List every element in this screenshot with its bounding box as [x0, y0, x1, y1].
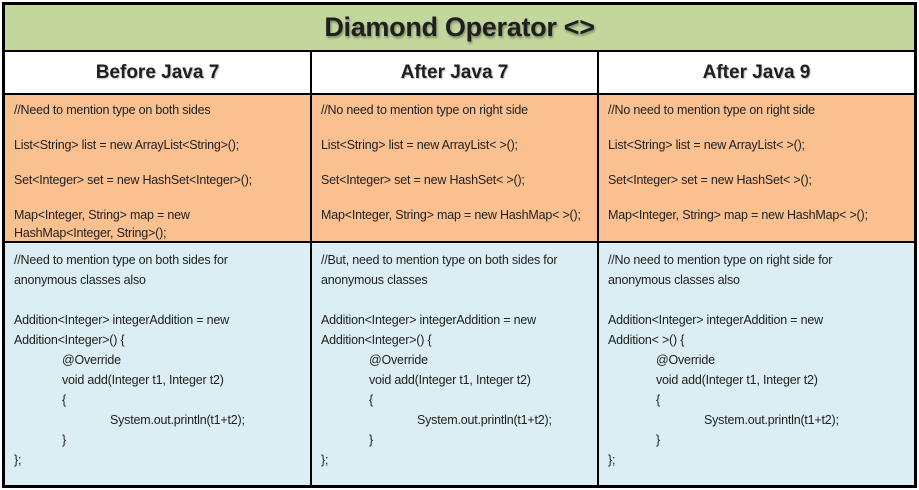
code-block: //No need to mention type on right side …	[321, 103, 581, 222]
code-block: //Need to mention type on both sides Lis…	[14, 103, 252, 240]
column-header-after-java-7: After Java 7	[310, 50, 597, 93]
anonymous-class-code-cell-before-java-7: //Need to mention type on both sides for…	[5, 241, 310, 485]
simple-code-cell-after-java-7: //No need to mention type on right side …	[310, 93, 597, 241]
code-block: //No need to mention type on right side …	[608, 253, 839, 467]
table-title: Diamond Operator <>	[5, 5, 914, 50]
code-block: //Need to mention type on both sides for…	[14, 253, 245, 467]
column-header-before-java-7: Before Java 7	[5, 50, 310, 93]
simple-code-cell-after-java-9: //No need to mention type on right side …	[597, 93, 914, 241]
code-block: //But, need to mention type on both side…	[321, 253, 558, 467]
column-header-after-java-9: After Java 9	[597, 50, 914, 93]
anonymous-class-code-cell-after-java-7: //But, need to mention type on both side…	[310, 241, 597, 485]
code-block: //No need to mention type on right side …	[608, 103, 868, 222]
anonymous-class-code-cell-after-java-9: //No need to mention type on right side …	[597, 241, 914, 485]
simple-code-cell-before-java-7: //Need to mention type on both sides Lis…	[5, 93, 310, 241]
